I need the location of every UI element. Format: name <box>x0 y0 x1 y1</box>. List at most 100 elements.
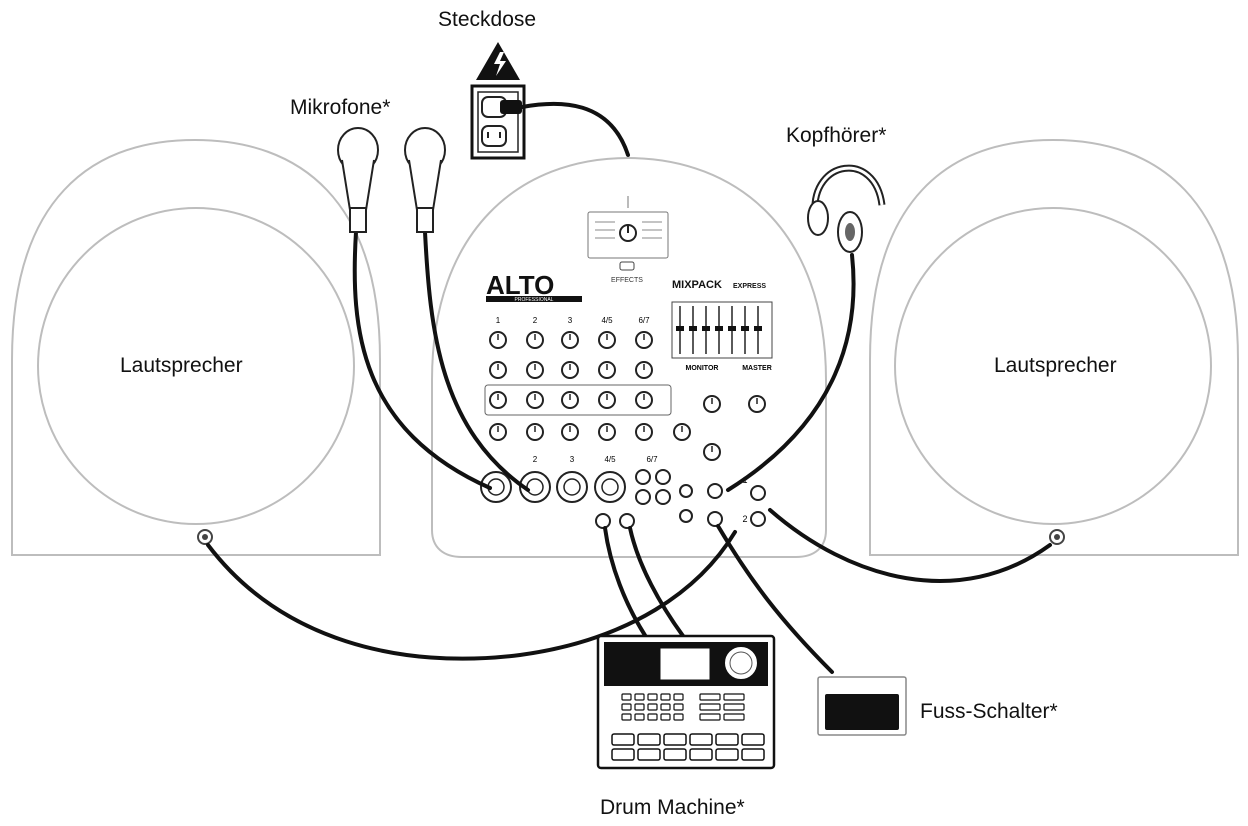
power-outlet <box>470 42 526 160</box>
microphones-label: Mikrofone* <box>290 96 391 119</box>
input-label: 3 <box>570 455 575 464</box>
drum-machine-button <box>673 693 684 701</box>
aux-jack <box>679 509 693 523</box>
drum-machine-button <box>699 713 721 721</box>
drum-pad <box>741 748 765 761</box>
drum-pad <box>715 733 739 746</box>
eq-fader-cap <box>702 326 710 331</box>
line-jacks <box>595 469 766 529</box>
mixer: EFFECTS ALTO PROFESSIONAL MIXPACK EXPRES… <box>431 156 827 558</box>
right-speaker <box>869 138 1239 556</box>
drum-machine-label: Drum Machine* <box>600 796 745 819</box>
drum-machine-button <box>634 703 645 711</box>
headphone-jack <box>707 483 723 499</box>
drum-machine-button <box>634 713 645 721</box>
drum-pad <box>637 733 661 746</box>
drum-machine-button <box>660 713 671 721</box>
brand-logo: ALTO <box>486 270 554 300</box>
rca-input-left <box>595 513 611 529</box>
power-plug <box>500 100 522 114</box>
drum-machine-button <box>621 693 632 701</box>
left-speaker-cable <box>206 530 737 661</box>
headphone-cable <box>726 253 856 492</box>
right-speaker-cable <box>768 508 1052 583</box>
output-label: 2 <box>742 514 747 524</box>
right-speaker-label: Lautsprecher <box>994 354 1117 377</box>
line-jack <box>635 469 651 485</box>
model-suffix: EXPRESS <box>733 283 766 290</box>
left-speaker <box>11 138 381 556</box>
xlr-input-2 <box>519 471 551 503</box>
drum-pad <box>663 733 687 746</box>
output-jack-1 <box>750 485 766 501</box>
drum-machine-button <box>699 703 721 711</box>
microphone-1 <box>337 127 379 233</box>
footswitch-cable <box>716 524 834 674</box>
master-label: MASTER <box>742 365 772 372</box>
input-label: 4/5 <box>604 455 616 464</box>
xlr-inputs <box>480 471 626 503</box>
effects-switch <box>619 261 635 271</box>
footswitch-jack <box>707 511 723 527</box>
drum-machine-button <box>673 713 684 721</box>
drum-machine-button <box>621 713 632 721</box>
xlr-input-3 <box>556 471 588 503</box>
drum-machine-cable-right <box>628 526 688 642</box>
drum-pad <box>611 748 635 761</box>
drum-machine-display <box>659 647 711 681</box>
drum-machine-button <box>647 713 658 721</box>
channel-label: 4/5 <box>601 316 613 325</box>
drum-pad <box>689 733 713 746</box>
eq-fader-cap <box>754 326 762 331</box>
drum-pad <box>715 748 739 761</box>
mic-1-cable <box>352 230 492 490</box>
eq-fader-cap <box>715 326 723 331</box>
drum-pad <box>741 733 765 746</box>
graphic-eq <box>671 301 773 359</box>
drum-machine-button <box>647 703 658 711</box>
cables <box>206 101 1052 674</box>
monitor-label: MONITOR <box>686 365 719 372</box>
headphones <box>807 164 886 253</box>
brand-bar <box>486 296 582 302</box>
output-jack-2 <box>750 511 766 527</box>
outlet-label: Steckdose <box>438 8 537 31</box>
drum-machine-buttons <box>611 693 765 761</box>
eq-fader-cap <box>741 326 749 331</box>
channel-label: 1 <box>496 316 501 325</box>
drum-machine-button <box>647 693 658 701</box>
mic-2-cable <box>423 230 530 492</box>
eq-fader-cap <box>689 326 697 331</box>
channel-labels: 1 2 3 4/5 6/7 <box>496 316 650 325</box>
drum-pad <box>663 748 687 761</box>
line-jack <box>655 489 671 505</box>
channel-label: 3 <box>568 316 573 325</box>
drum-machine-button <box>634 693 645 701</box>
drum-machine-button <box>621 703 632 711</box>
effects-selector-panel <box>587 196 669 271</box>
drum-machine-cable-left <box>603 526 650 642</box>
brand-subtitle: PROFESSIONAL <box>515 297 554 303</box>
drum-pad <box>611 733 635 746</box>
input-label: 2 <box>533 455 538 464</box>
channel-label: 2 <box>533 316 538 325</box>
line-jack <box>655 469 671 485</box>
drum-machine-button <box>723 713 745 721</box>
drum-pad <box>689 748 713 761</box>
channel-label: 6/7 <box>638 316 650 325</box>
drum-machine-button <box>723 703 745 711</box>
microphone-2 <box>404 127 446 233</box>
drum-machine <box>596 634 776 770</box>
model-name: MIXPACK <box>672 279 722 291</box>
drum-pad <box>637 748 661 761</box>
xlr-input-1 <box>480 471 512 503</box>
socket-bottom <box>481 125 507 147</box>
foot-switch-pedal <box>825 694 899 730</box>
headphones-label: Kopfhörer* <box>786 124 887 147</box>
aux-jack <box>679 484 693 498</box>
footswitch-label: Fuss-Schalter* <box>920 700 1058 723</box>
foot-switch <box>817 676 907 736</box>
eq-fader-cap <box>676 326 684 331</box>
channel-knobs <box>484 331 766 461</box>
drum-machine-button <box>723 693 745 701</box>
